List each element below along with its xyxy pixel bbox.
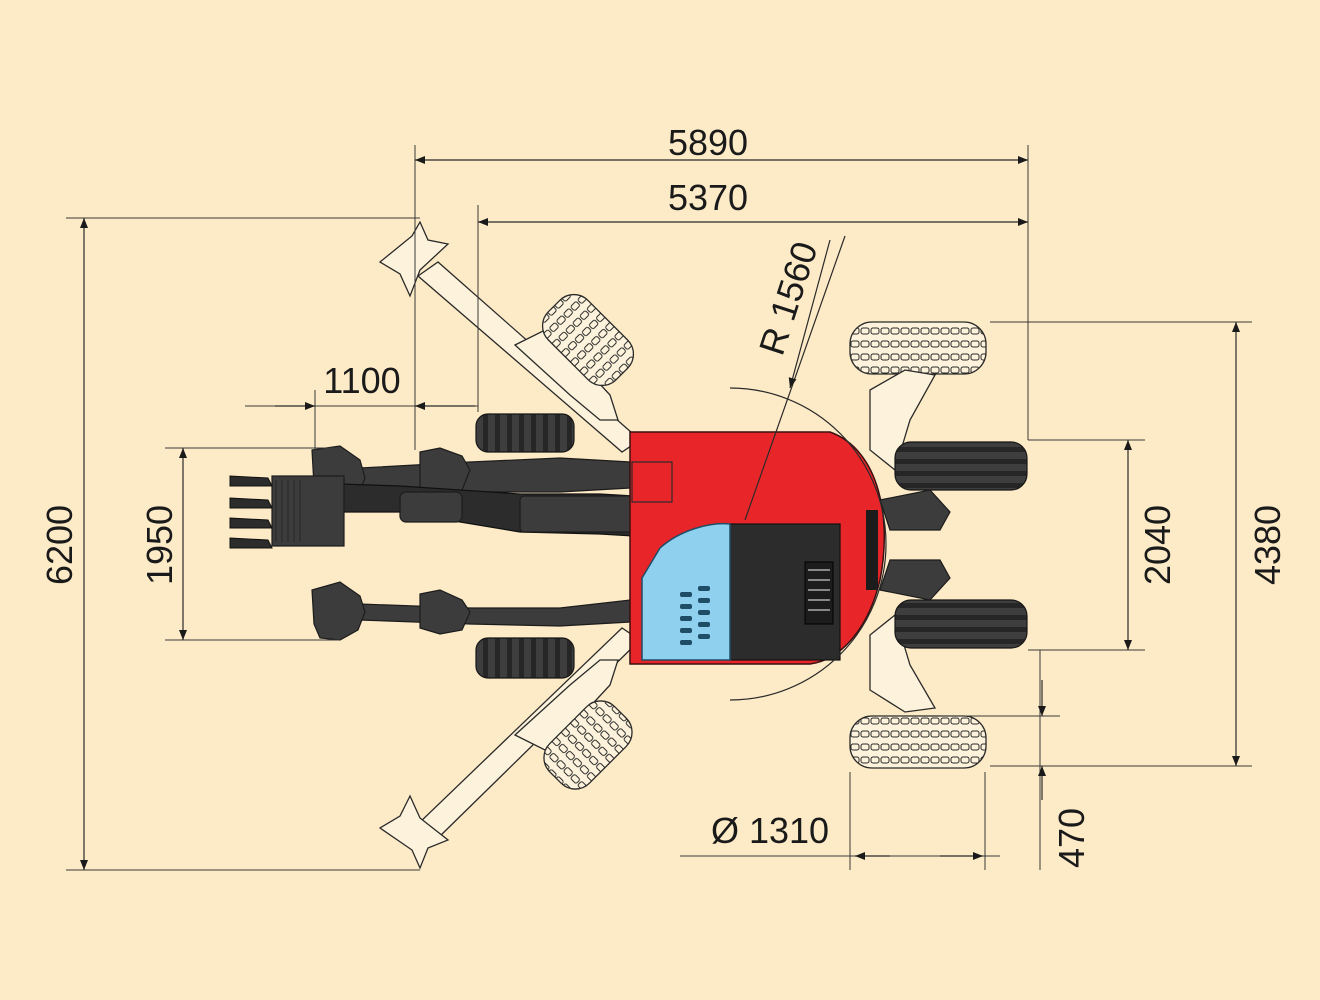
front-left-leg-extended <box>378 220 642 453</box>
rear-right-wheel-outer <box>849 715 987 769</box>
dim-rear-outrigger-span: 2040 <box>1137 505 1178 585</box>
rear-left-arm-outer <box>869 369 937 472</box>
dim-rear-overall: 4380 <box>1247 505 1288 585</box>
dim-outrigger-span: 5370 <box>668 177 748 218</box>
front-legs <box>311 413 631 679</box>
dim-inner-length: 1950 <box>139 505 180 585</box>
dimension-lines <box>66 145 1252 871</box>
excavator-top-view <box>229 220 1028 870</box>
rear-left-arm <box>879 489 951 531</box>
engine-grille <box>804 561 834 625</box>
rear-left-wheel-outer <box>849 321 987 375</box>
dim-front-overhang: 1100 <box>323 360 400 401</box>
rear-counterweight <box>866 510 878 590</box>
front-right-leg-extended <box>378 627 642 870</box>
swing-radius-arc <box>729 387 887 701</box>
dim-overall-length: 6200 <box>39 505 80 585</box>
cab-window-bars <box>680 586 710 645</box>
rear-left-wheel <box>894 441 1028 491</box>
dim-wheel-diameter: Ø 1310 <box>711 810 829 851</box>
rear-right-arm-outer <box>869 613 937 713</box>
dim-rear-offset: 470 <box>1051 808 1092 868</box>
rear-right-wheel <box>894 599 1028 649</box>
rear-right-arm <box>879 559 951 601</box>
dim-overall-width: 5890 <box>668 122 748 163</box>
